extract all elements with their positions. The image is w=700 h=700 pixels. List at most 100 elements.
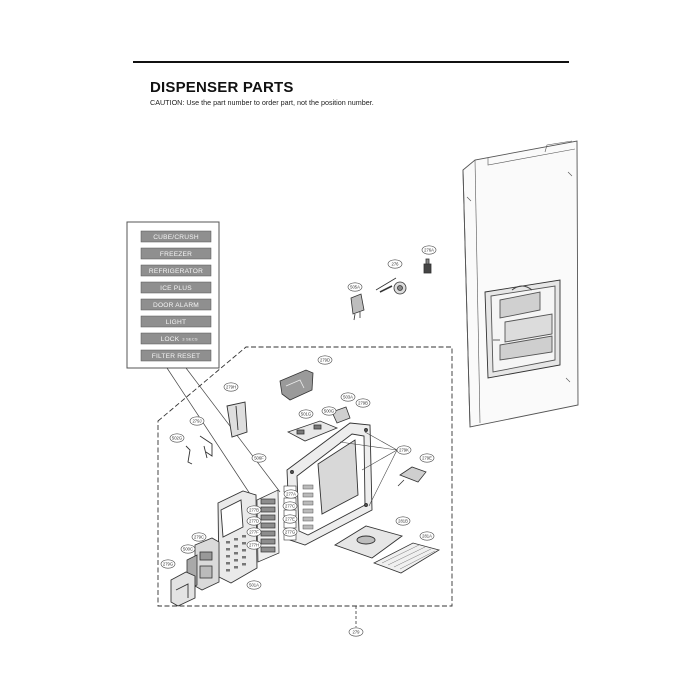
callout-bubble [169, 433, 185, 443]
callout-label: 500G [324, 408, 334, 413]
part-callout-501a: 501A [246, 580, 262, 590]
display-pcb [286, 406, 351, 442]
callout-bubble [355, 398, 371, 408]
callout-bubble [223, 382, 239, 392]
part-callout-505a: 505A [347, 282, 363, 292]
part-callout-277g: 277G [282, 527, 298, 537]
panel-button-label: FREEZER [160, 251, 192, 258]
part-callout-281a: 281A [419, 531, 435, 541]
lever-module [194, 537, 220, 591]
callout-label: 277H [249, 542, 259, 547]
part-callout-279g: 279G [160, 559, 176, 569]
panel-button-label: CUBE/CRUSH [153, 234, 199, 241]
part-callout-281b: 281B [395, 516, 411, 526]
part-callout-500c: 500C [180, 544, 196, 554]
panel-button-label: FILTER RESET [152, 353, 200, 360]
callout-label: 276 [392, 261, 400, 266]
callout-label: 501A [249, 582, 259, 587]
callout-label: 502G [172, 435, 182, 440]
callout-bubble [191, 532, 207, 542]
callout-bubble [395, 516, 411, 526]
part-callout-277d: 277D [246, 516, 262, 526]
callout-bubble [246, 505, 262, 515]
callout-label: 279B [358, 400, 368, 405]
part-callouts: 276A 276 505A 279D 279H 503A 279B 501G 500G 279J 5… [160, 245, 437, 637]
page-title: DISPENSER PARTS [150, 79, 294, 96]
callout-bubble [347, 282, 363, 292]
control-panel-housing [217, 490, 258, 584]
part-callout-276: 276 [387, 259, 403, 269]
part-callout-279: 279 [348, 627, 364, 637]
part-callout-279e: 279E [419, 453, 435, 463]
panel-button: FILTER RESET [140, 349, 212, 362]
callout-bubble [246, 527, 262, 537]
panel-button-label: LOCK [161, 336, 180, 343]
panel-button: DOOR ALARM [140, 298, 212, 311]
callout-bubble [246, 540, 262, 550]
callout-bubble [340, 392, 356, 402]
dispenser-housing [286, 422, 373, 546]
callout-label: 501G [301, 411, 311, 416]
callout-bubble [321, 406, 337, 416]
callout-bubble [283, 489, 299, 499]
callout-label: 277A [286, 491, 296, 496]
part-callout-279c: 279C [191, 532, 207, 542]
part-callout-502g: 502G [169, 433, 185, 443]
part-callout-277e: 277E [282, 514, 298, 524]
callout-bubble [282, 514, 298, 524]
callout-label: 281B [398, 518, 408, 523]
door-dispenser-cavity [484, 279, 561, 379]
callout-label: 277D [249, 518, 259, 523]
panel-button: REFRIGERATOR [140, 264, 212, 277]
micro-switch [350, 293, 365, 321]
callout-label: 281A [422, 533, 432, 538]
panel-button: FREEZER [140, 247, 212, 260]
callout-label: 277C [285, 503, 295, 508]
refrigerator-door [462, 140, 579, 428]
callout-label: 506F [254, 455, 264, 460]
callout-bubble [189, 416, 205, 426]
callout-label: 277F [249, 529, 259, 534]
panel-button-label: DOOR ALARM [153, 302, 199, 309]
callout-bubble [251, 453, 267, 463]
spring-clip [226, 401, 248, 438]
callout-bubble [387, 259, 403, 269]
part-callout-279d: 279D [317, 355, 333, 365]
callout-label: 503A [343, 394, 353, 399]
callout-label: 277B [249, 507, 259, 512]
caution-note: CAUTION: Use the part number to order pa… [150, 98, 374, 107]
callout-label: 277G [285, 529, 295, 534]
callout-label: 279D [320, 357, 330, 362]
part-callout-279j: 279J [189, 416, 205, 426]
part-callout-277a: 277A [283, 489, 299, 499]
hook [185, 445, 193, 465]
assembly-boundary [157, 346, 453, 607]
callout-label: 279J [192, 418, 201, 423]
callout-label: 279H [226, 384, 236, 389]
part-callout-279k: 279K [396, 445, 412, 455]
callout-bubble [421, 245, 437, 255]
part-callout-277h: 277H [246, 540, 262, 550]
screw-leaders [339, 431, 398, 507]
callout-label: 279G [163, 561, 173, 566]
part-callout-279h: 279H [223, 382, 239, 392]
callout-label: 279E [422, 455, 432, 460]
part-callout-277b: 277B [246, 505, 262, 515]
drip-tray-grille [373, 542, 441, 574]
lever-cover [279, 369, 314, 401]
part-callout-279b: 279B [355, 398, 371, 408]
part-callout-501g: 501G [298, 409, 314, 419]
callout-label: 505A [350, 284, 360, 289]
solenoid [423, 258, 432, 274]
callout-label: 277E [285, 516, 295, 521]
callout-bubble [282, 527, 298, 537]
drip-tray [333, 525, 404, 559]
panel-button-sublabel: 3 SECS [182, 337, 198, 342]
panel-button-label: LIGHT [166, 319, 186, 326]
panel-button: CUBE/CRUSH [140, 230, 212, 243]
callout-bubble [160, 559, 176, 569]
callout-label: 276A [424, 247, 434, 252]
callout-bubble [396, 445, 412, 455]
button-strip [256, 489, 280, 563]
